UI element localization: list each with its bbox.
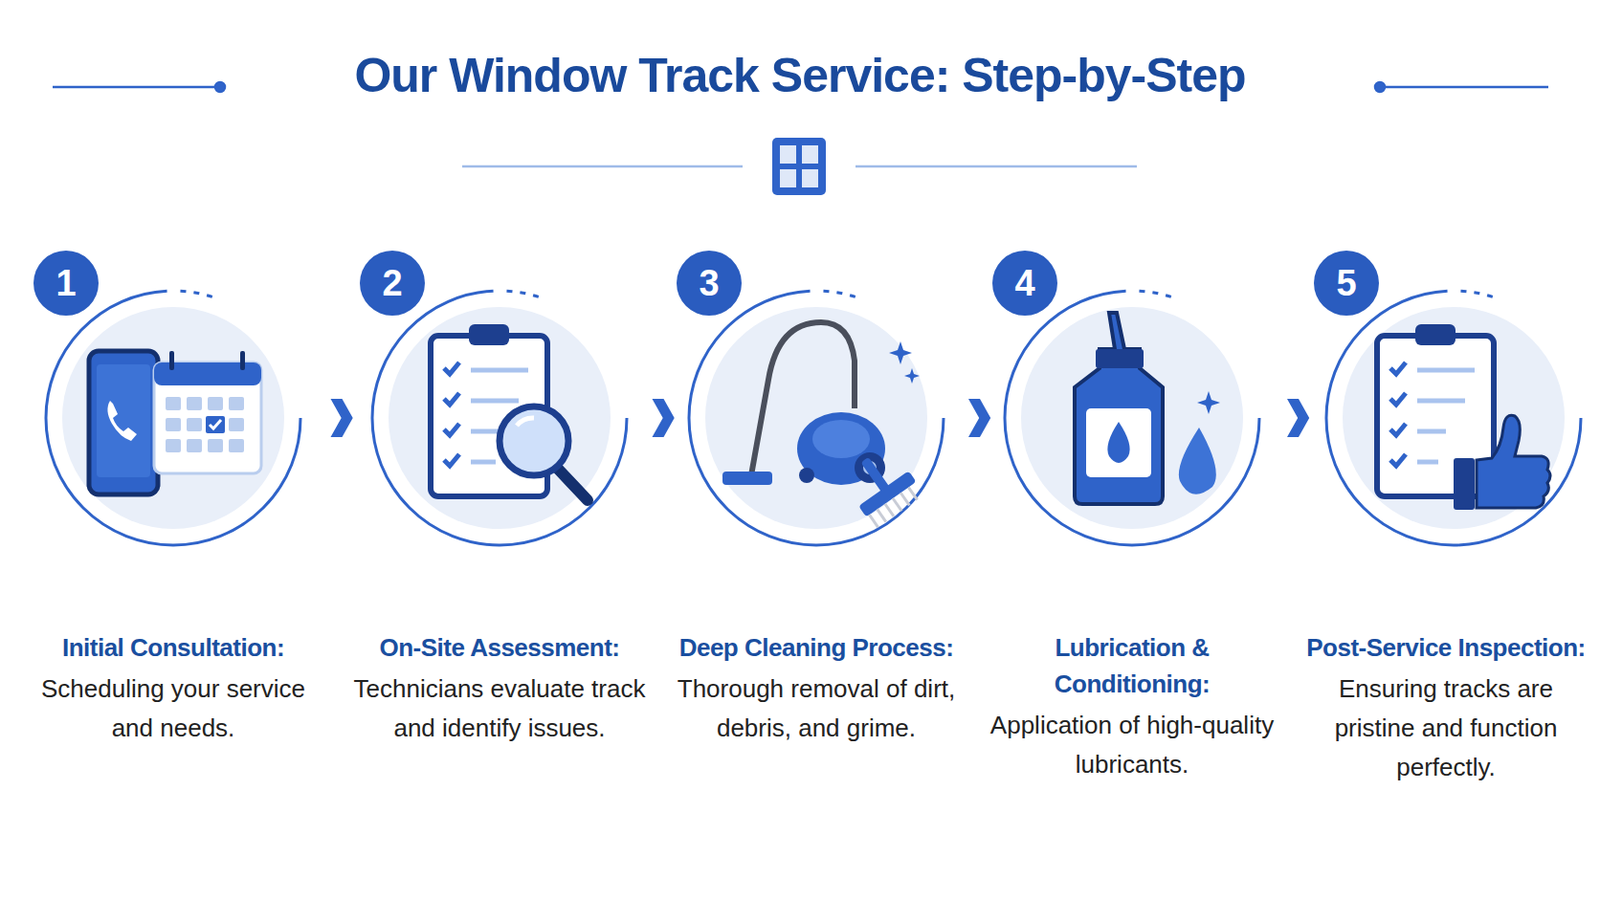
- step-rings: [45, 290, 1581, 546]
- step-arrow: [1263, 399, 1323, 438]
- lubricant-bottle-icon: [1074, 312, 1221, 505]
- step-number: 4: [1014, 263, 1035, 305]
- step-heading: Deep Cleaning Process:: [667, 629, 965, 667]
- step-number-badge: 1: [33, 250, 99, 316]
- step-heading: Lubrication & Conditioning:: [983, 629, 1281, 703]
- clipboard-magnifier-icon: [430, 324, 588, 501]
- step-caption: Initial Consultation:Scheduling your ser…: [24, 629, 322, 749]
- step-arrow: [304, 399, 369, 438]
- step-circle: Post-Service Inspection:Ensuring tracks …: [1326, 290, 1581, 546]
- step-circle: Lubrication & Conditioning:Application o…: [1004, 290, 1260, 546]
- phone-calendar-icon: [88, 351, 262, 495]
- step-number: 2: [381, 263, 402, 305]
- step-heading: Initial Consultation:: [24, 629, 322, 667]
- title-wrap: Our Window Track Service: Step-by-Step: [0, 47, 1600, 104]
- step-circle: On-Site Assessment:Technicians evaluate …: [372, 290, 627, 546]
- step-caption: On-Site Assessment:Technicians evaluate …: [351, 629, 648, 749]
- step-number-badge: 4: [992, 250, 1058, 316]
- step-description: Technicians evaluate track and identify …: [351, 669, 648, 749]
- step-description: Ensuring tracks are pristine and functio…: [1297, 669, 1595, 788]
- step-number: 1: [55, 263, 76, 305]
- step-description: Thorough removal of dirt, debris, and gr…: [667, 669, 965, 749]
- clipboard-thumbs-up-icon: [1377, 324, 1551, 511]
- vacuum-brush-icon: [722, 322, 926, 531]
- step-arrow: [947, 399, 1001, 438]
- step-circle: Deep Cleaning Process:Thorough removal o…: [688, 290, 944, 546]
- step-arrow: [630, 399, 686, 438]
- step-caption: Lubrication & Conditioning:Application o…: [983, 629, 1281, 785]
- step-number-badge: 3: [676, 250, 742, 316]
- step-number-badge: 2: [359, 250, 425, 316]
- step-description: Application of high-quality lubricants.: [983, 706, 1281, 785]
- step-number-badge: 5: [1313, 250, 1379, 316]
- step-circle: Initial Consultation:Scheduling your ser…: [45, 290, 301, 546]
- step-heading: Post-Service Inspection:: [1297, 629, 1595, 667]
- step-description: Scheduling your service and needs.: [24, 669, 322, 749]
- step-number: 5: [1335, 263, 1356, 305]
- step-caption: Post-Service Inspection:Ensuring tracks …: [1297, 629, 1595, 788]
- title: Our Window Track Service: Step-by-Step: [354, 48, 1245, 103]
- step-number: 3: [698, 263, 719, 305]
- step-heading: On-Site Assessment:: [351, 629, 648, 667]
- window-icon: [772, 137, 826, 196]
- step-caption: Deep Cleaning Process:Thorough removal o…: [667, 629, 965, 749]
